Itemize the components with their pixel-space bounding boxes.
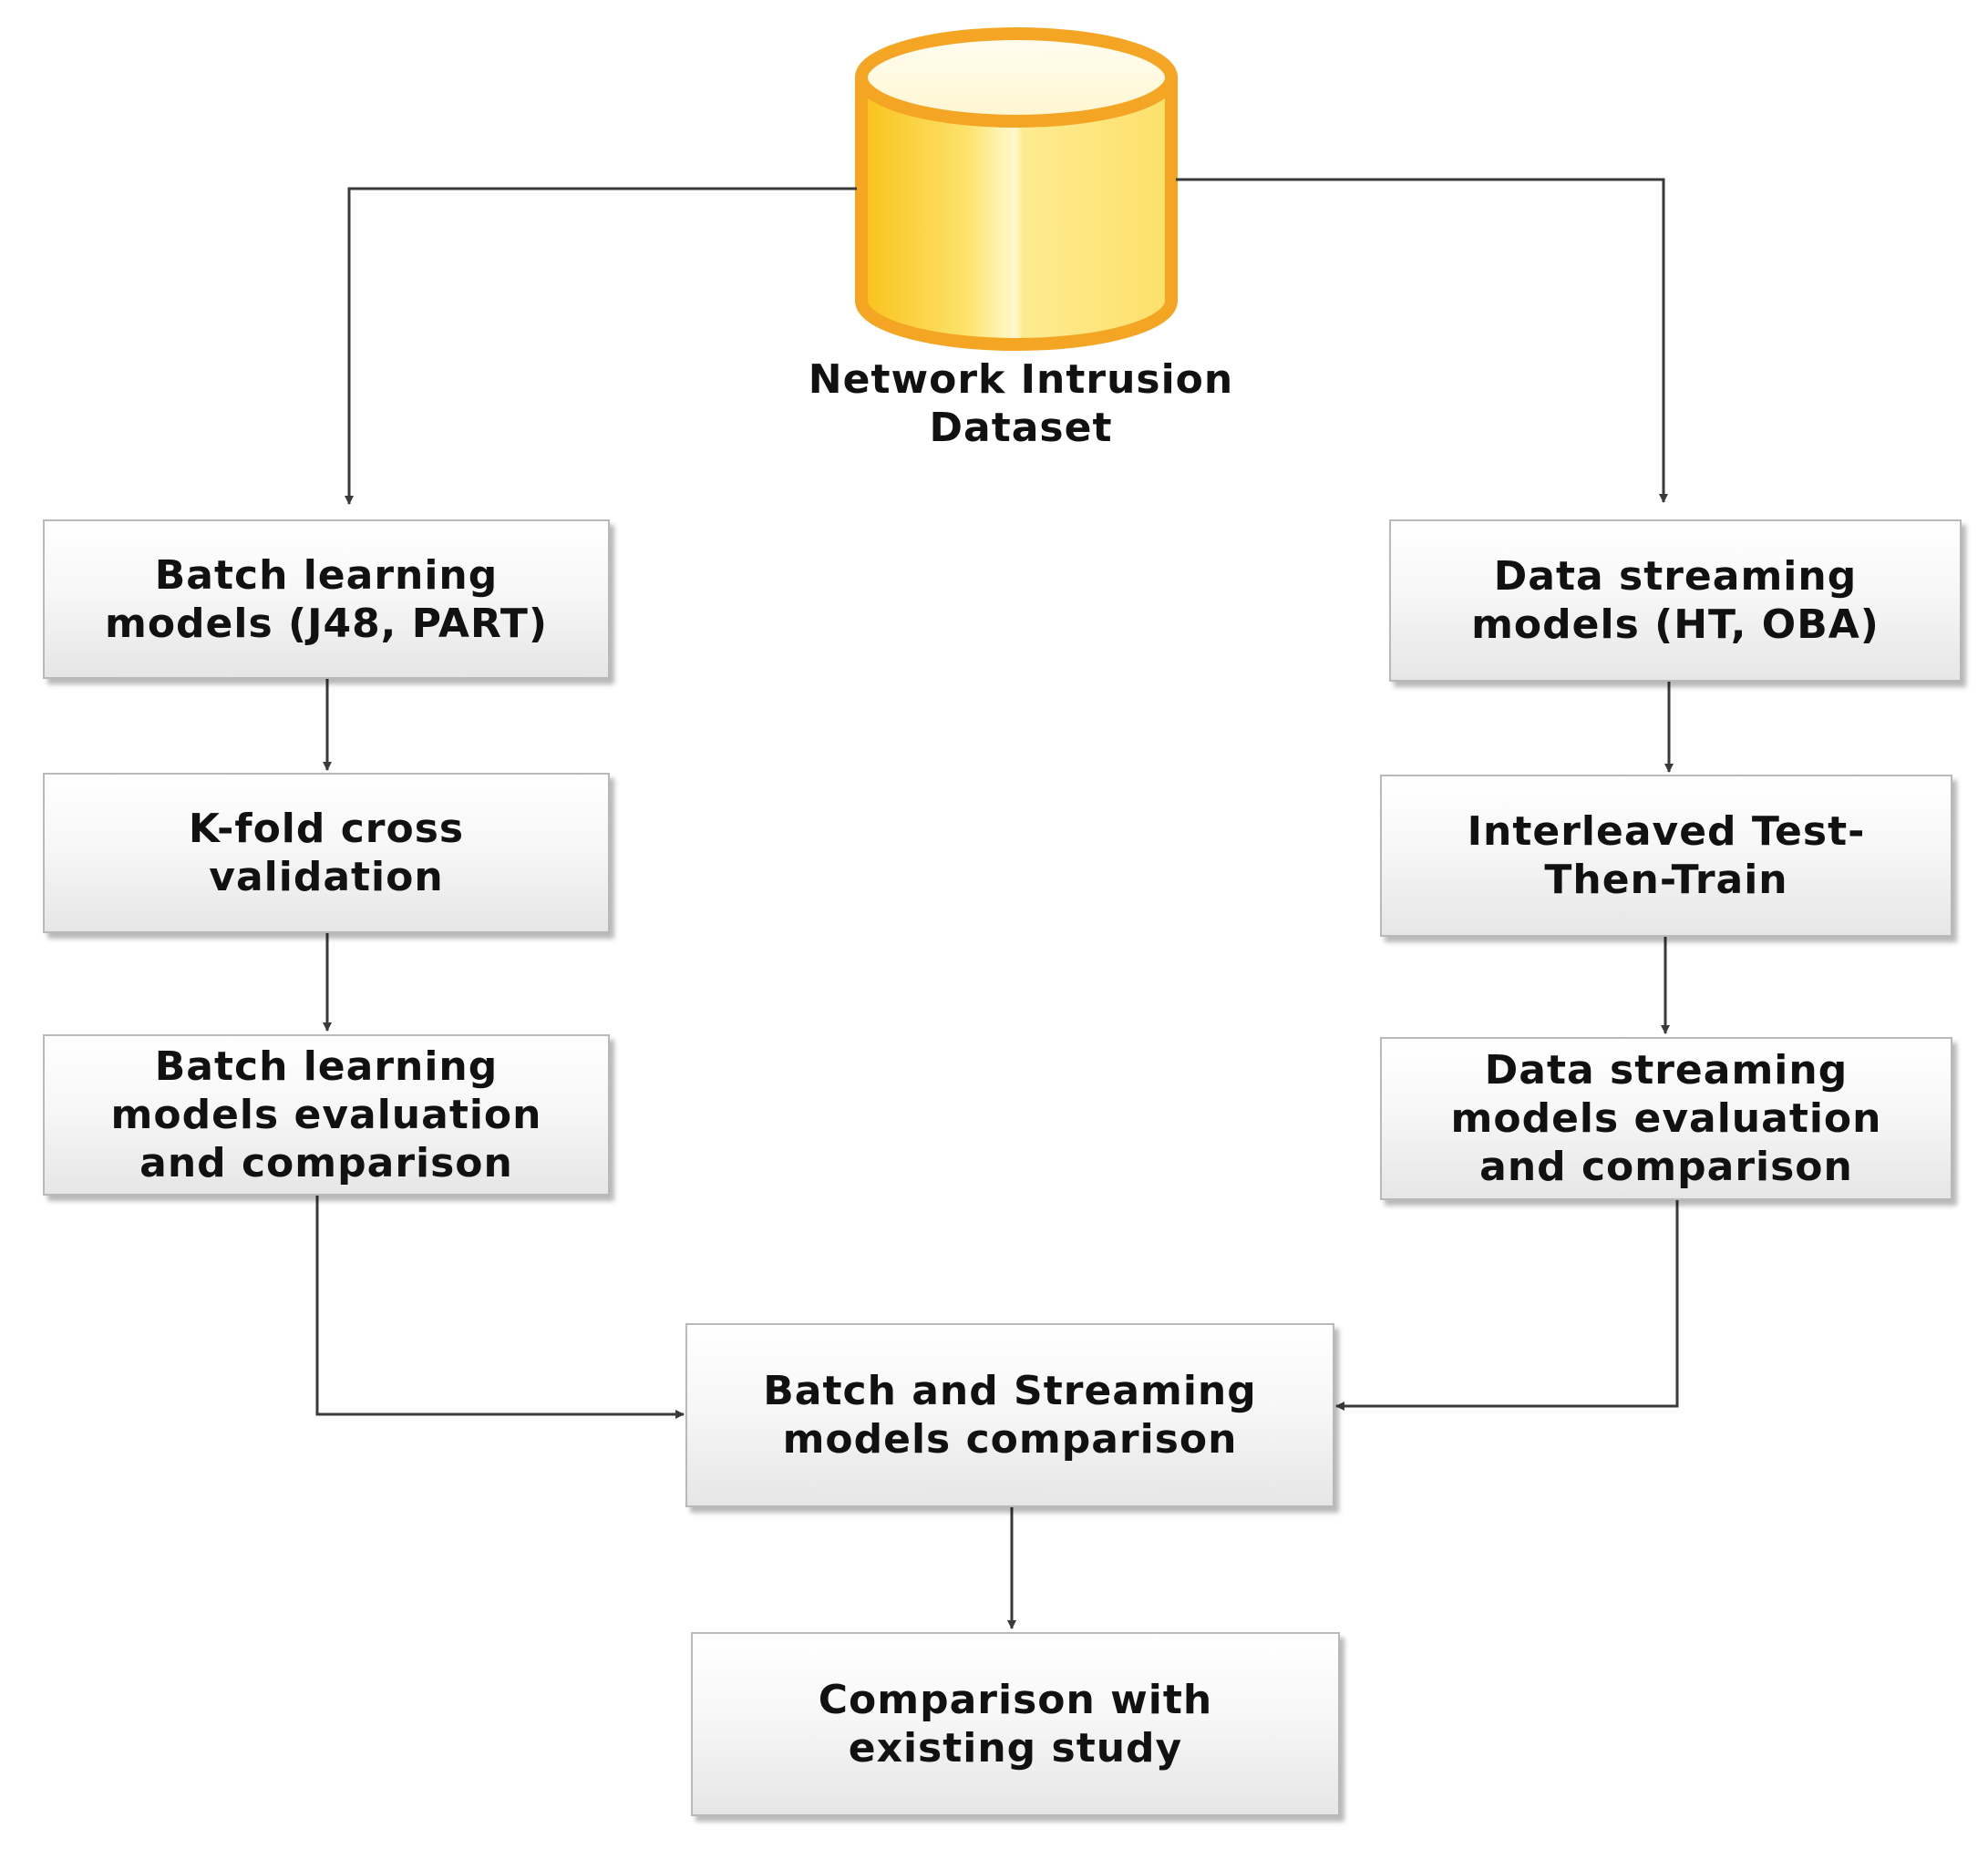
database-cylinder-icon [855,27,1178,351]
database-label: Network Intrusion Dataset [808,356,1234,451]
batch-evaluation-label: Batch learning models evaluation and com… [110,1043,542,1186]
stream-evaluation-box: Data streaming models evaluation and com… [1380,1037,1952,1200]
connector-db-to-batch [345,187,857,505]
stream-evaluation-label: Data streaming models evaluation and com… [1450,1047,1882,1190]
connector-batch-eval-to-merge [315,1196,685,1419]
kfold-validation-box: K-fold cross validation [43,773,610,933]
batch-streaming-comparison-box: Batch and Streaming models comparison [685,1323,1334,1507]
existing-study-comparison-box: Comparison with existing study [691,1632,1340,1816]
batch-models-box: Batch learning models (J48, PART) [43,519,610,679]
batch-streaming-comparison-label: Batch and Streaming models comparison [763,1368,1257,1463]
interleaved-test-then-train-box: Interleaved Test- Then-Train [1380,775,1952,937]
existing-study-comparison-label: Comparison with existing study [818,1677,1213,1772]
batch-models-label: Batch learning models (J48, PART) [104,551,549,647]
interleaved-test-then-train-label: Interleaved Test- Then-Train [1467,808,1866,903]
stream-models-label: Data streaming models (HT, OBA) [1471,553,1880,648]
connectors [315,178,1679,1629]
connector-db-to-stream [1176,178,1668,503]
kfold-validation-label: K-fold cross validation [188,806,465,900]
stream-models-box: Data streaming models (HT, OBA) [1389,519,1962,682]
batch-evaluation-box: Batch learning models evaluation and com… [43,1034,610,1196]
connector-stream-eval-to-merge [1335,1200,1679,1411]
